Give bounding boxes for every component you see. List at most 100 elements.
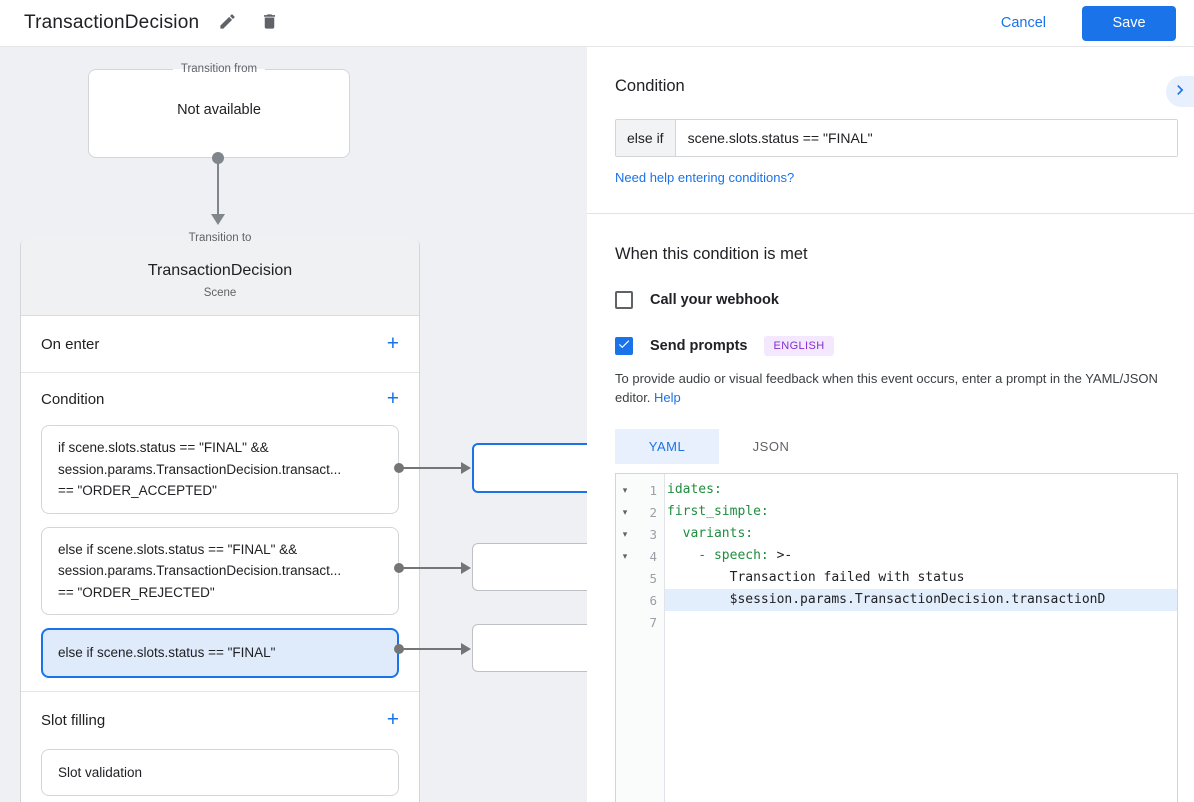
scene-header: TransactionDecision Scene [21,238,419,316]
code-segment: speech: [713,548,769,563]
transition-to-card: Transition to TransactionDecision Scene … [20,231,420,802]
condition-card-selected[interactable]: else if scene.slots.status == "FINAL" [41,628,399,678]
code-segment: first_simple: [667,504,769,519]
gutter-row: 5 [616,567,664,589]
code-line-highlighted: $session.params.TransactionDecision.tran… [665,589,1177,611]
connector-line [401,467,461,469]
fold-arrow-icon[interactable]: ▾ [622,550,628,561]
line-number: 1 [649,482,657,498]
code-line: Transaction failed with status [665,567,1177,589]
connector-dot [394,563,404,573]
editor-gutter: ▾ 1 ▾ 2 ▾ 3 ▾ 4 5 [616,474,665,802]
pencil-icon [218,12,237,34]
scene-name: TransactionDecision [147,262,293,279]
condition-panel-header: Condition [615,77,1178,96]
transition-target-box[interactable] [472,543,587,591]
send-prompts-checkbox[interactable] [615,337,633,355]
condition-section-header: Condition + [21,373,419,425]
tab-json[interactable]: JSON [752,439,790,454]
topbar-title-group: TransactionDecision [24,9,283,37]
on-enter-label: On enter [41,335,100,353]
help-link[interactable]: Help [654,390,681,405]
condition-detail-panel: Condition else if Need help entering con… [587,47,1194,802]
gutter-row: 7 [616,611,664,633]
line-number: 5 [649,570,657,586]
panel-title: Condition [615,77,685,95]
code-line: variants: [665,523,1177,545]
gutter-row: ▾ 1 [616,479,664,501]
call-webhook-label: Call your webhook [650,292,779,308]
call-webhook-checkbox[interactable] [615,291,633,309]
scene-type-label: Scene [203,287,237,299]
trash-icon [260,12,279,34]
collapse-panel-button[interactable] [1166,76,1194,107]
edit-title-button[interactable] [213,9,241,37]
fold-arrow-icon[interactable]: ▾ [622,506,628,517]
gutter-row: ▾ 2 [616,501,664,523]
code-area[interactable]: idates: first_simple: variants: - speech… [665,474,1177,802]
line-number: 6 [649,592,657,608]
tab-yaml[interactable]: YAML [615,429,719,464]
fold-arrow-icon[interactable]: ▾ [622,484,628,495]
condition-card[interactable]: else if scene.slots.status == "FINAL" &&… [41,526,399,615]
line-number: 2 [649,504,657,520]
gutter-row: ▾ 4 [616,545,664,567]
code-segment: $session.params.TransactionDecision.tran… [667,592,1106,607]
connector-dot [394,463,404,473]
transition-from-value: Not available [177,102,261,118]
yaml-editor[interactable]: ▾ 1 ▾ 2 ▾ 3 ▾ 4 5 [615,473,1178,802]
editor-tabs: YAML JSON [615,429,1178,464]
arrow-right-icon [461,462,471,474]
when-met-title: When this condition is met [615,245,808,263]
code-segment: idates: [667,482,722,497]
add-on-enter-button[interactable]: + [386,332,399,355]
line-number: 3 [649,526,657,542]
code-segment: Transaction failed with status [667,570,965,585]
slot-filling-label: Slot filling [41,711,106,729]
section-divider [21,690,419,692]
language-badge: ENGLISH [764,336,834,356]
cancel-button[interactable]: Cancel [1000,15,1046,31]
arrow-right-icon [461,643,471,655]
send-prompts-row: Send prompts ENGLISH [615,336,1178,356]
code-line [665,611,1177,633]
connector-line [217,158,219,214]
check-icon [617,337,631,356]
save-button[interactable]: Save [1082,5,1176,41]
code-segment: >- [768,548,793,563]
line-number: 7 [649,614,657,630]
arrow-right-icon [461,562,471,574]
code-segment: - [667,548,714,563]
delete-scene-button[interactable] [255,9,283,37]
transition-to-label: Transition to [188,232,252,244]
condition-operator-chip: else if [616,120,676,156]
topbar: TransactionDecision Cancel Save [0,0,1194,47]
condition-cards: if scene.slots.status == "FINAL" && sess… [21,425,419,678]
code-line: - speech: >- [665,545,1177,567]
add-condition-button[interactable]: + [386,387,399,410]
gutter-row: 6 [616,589,664,611]
topbar-actions: Cancel Save [1000,5,1176,41]
condition-card[interactable]: if scene.slots.status == "FINAL" && sess… [41,425,399,514]
slot-filling-row: Slot filling + [21,692,419,749]
connector-line [401,567,461,569]
code-line: first_simple: [665,501,1177,523]
line-number: 4 [649,548,657,564]
transition-target-box[interactable] [472,624,587,672]
conditions-help-link[interactable]: Need help entering conditions? [615,170,795,185]
condition-label: Condition [41,390,105,408]
code-line: idates: [665,479,1177,501]
connector-dot [394,644,404,654]
transition-target-box[interactable] [472,443,587,493]
flow-canvas: Transition from Not available Transition… [0,47,587,802]
condition-input-group: else if [615,119,1178,157]
slot-validation-card[interactable]: Slot validation [41,748,399,796]
webhook-row: Call your webhook [615,291,1178,309]
transition-from-box: Transition from Not available [88,62,350,158]
prompt-description-text: To provide audio or visual feedback when… [615,371,1158,405]
chevron-right-icon [1170,80,1190,103]
add-slot-button[interactable]: + [386,708,399,731]
condition-expression-input[interactable] [675,120,1177,156]
fold-arrow-icon[interactable]: ▾ [622,528,628,539]
